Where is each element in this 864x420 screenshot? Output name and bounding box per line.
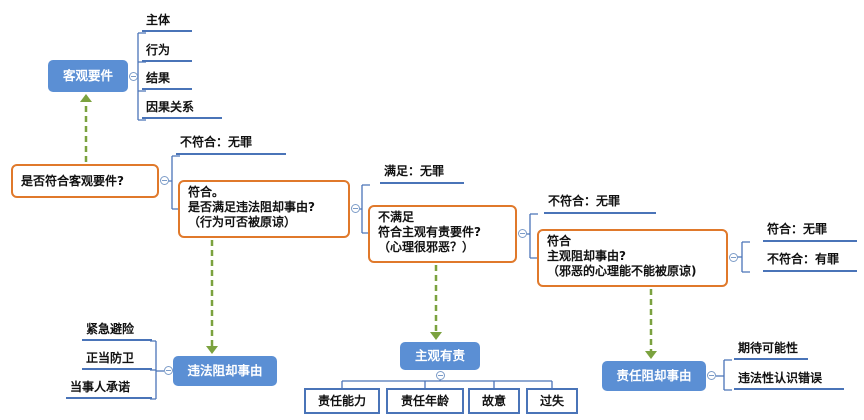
responsibility-q-line-3: （邪恶的心理能不能被原谅) <box>547 264 697 278</box>
collapse-toggle-icon[interactable] <box>436 371 445 380</box>
collapse-toggle-icon[interactable] <box>729 253 738 262</box>
self-defense-leaf[interactable]: 正当防卫 <box>82 350 152 370</box>
arrow-to-subjective-guilt-head <box>430 332 442 340</box>
responsibility-defense-node[interactable]: 责任阻却事由 <box>602 361 706 391</box>
collapse-toggle-icon[interactable] <box>164 366 173 375</box>
causality-leaf[interactable]: 因果关系 <box>142 99 222 119</box>
arrow-to-responsibility-defense-head <box>645 351 657 359</box>
arrow-to-objective-head <box>80 94 92 102</box>
collapse-toggle-icon[interactable] <box>160 176 169 185</box>
mistake-illegality-leaf[interactable]: 违法性认识错误 <box>734 370 844 390</box>
subjective-q-line-3: （心理很邪恶？） <box>378 240 475 254</box>
consent-leaf[interactable]: 当事人承诺 <box>66 379 152 399</box>
objective-question-box[interactable]: 是否符合客观要件? <box>11 164 159 198</box>
negligence-box[interactable]: 过失 <box>526 388 578 414</box>
responsibility-question-box[interactable]: 符合 主观阻却事由? （邪恶的心理能不能被原谅) <box>537 229 728 287</box>
intent-box[interactable]: 故意 <box>468 388 520 414</box>
illegality-q-line-3: （行为可否被原谅） <box>188 215 297 229</box>
collapse-toggle-icon[interactable] <box>707 371 716 380</box>
responsibility-q-bracket-line <box>734 241 750 273</box>
result-leaf[interactable]: 结果 <box>142 70 192 90</box>
not-match-innocent-2[interactable]: 不符合：无罪 <box>544 193 656 214</box>
subjective-guilt-children-line <box>341 380 553 388</box>
subjective-q-line-1: 不满足 <box>378 210 415 224</box>
responsibility-q-line-2: 主观阻却事由? <box>547 249 626 263</box>
objective-elements-node[interactable]: 客观要件 <box>48 60 128 92</box>
illegality-defense-bracket-line <box>150 340 164 400</box>
illegality-q-line-1: 符合。 <box>188 185 225 199</box>
responsibility-q-line-1: 符合 <box>547 234 572 248</box>
collapse-toggle-icon[interactable] <box>518 229 527 238</box>
capacity-box[interactable]: 责任能力 <box>304 388 380 414</box>
collapse-toggle-icon[interactable] <box>129 72 138 81</box>
act-leaf[interactable]: 行为 <box>142 42 192 62</box>
age-box[interactable]: 责任年龄 <box>386 388 464 414</box>
not-match-guilty-leaf[interactable]: 不符合：有罪 <box>763 251 857 272</box>
not-match-innocent-1[interactable]: 不符合：无罪 <box>176 134 286 155</box>
arrow-to-illegality-defense-head <box>206 346 218 354</box>
subjective-guilt-node[interactable]: 主观有责 <box>400 342 480 370</box>
emergency-avoidance-leaf[interactable]: 紧急避险 <box>82 321 152 341</box>
satisfied-innocent-leaf[interactable]: 满足：无罪 <box>380 163 464 184</box>
subjective-q-line-2: 符合主观有责要件? <box>378 225 481 239</box>
collapse-toggle-icon[interactable] <box>351 204 360 213</box>
illegality-defense-node[interactable]: 违法阻却事由 <box>173 356 277 386</box>
subject-leaf[interactable]: 主体 <box>142 12 192 32</box>
responsibility-defense-bracket-line <box>716 359 732 391</box>
illegality-q-line-2: 是否满足违法阻却事由? <box>188 200 315 214</box>
expectation-leaf[interactable]: 期待可能性 <box>734 340 808 360</box>
match-innocent-leaf[interactable]: 符合：无罪 <box>763 221 857 242</box>
illegality-question-box[interactable]: 符合。 是否满足违法阻却事由? （行为可否被原谅） <box>178 180 350 238</box>
subjective-question-box[interactable]: 不满足 符合主观有责要件? （心理很邪恶？） <box>368 205 517 263</box>
